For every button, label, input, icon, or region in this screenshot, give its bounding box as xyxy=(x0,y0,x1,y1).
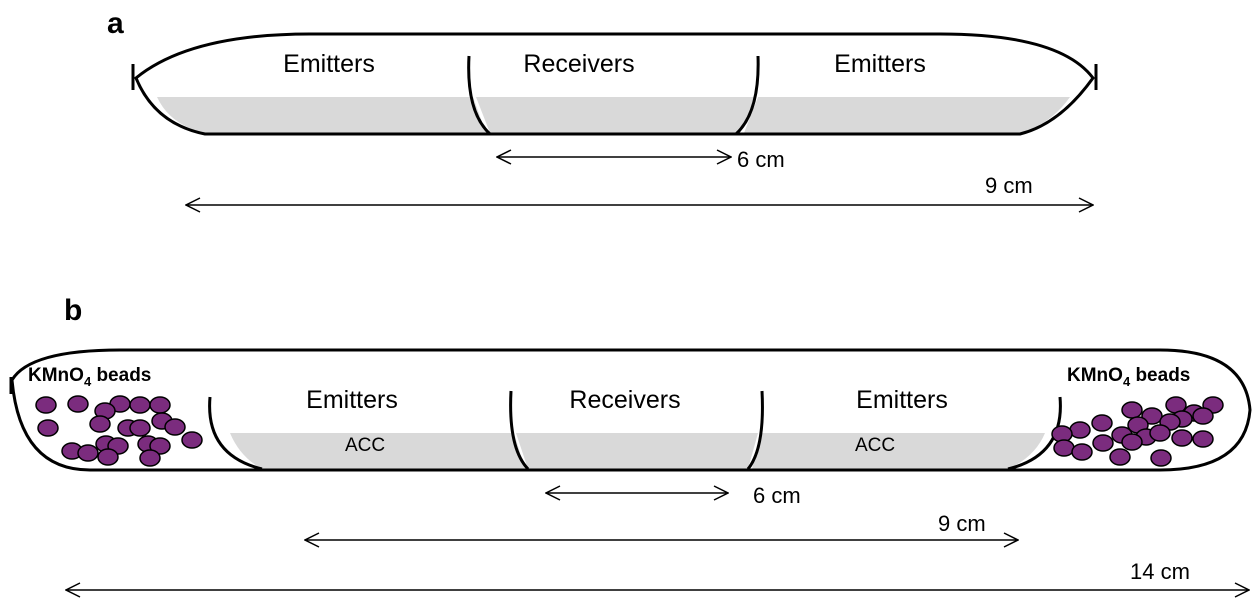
kmno4-bead xyxy=(1053,439,1075,457)
kmno4-bead xyxy=(1141,407,1163,425)
panel-b-dim-14cm: 14 cm xyxy=(1130,559,1190,584)
panel-b-label: b xyxy=(64,294,82,327)
panel-b-beads-left xyxy=(35,395,203,467)
panel-a: a Emitters Receivers Emitters 6 cm 9 cm xyxy=(107,7,1098,205)
panel-b-divider-left xyxy=(509,390,530,471)
kmno4-bead xyxy=(1091,414,1113,432)
panel-b-medium-center xyxy=(516,433,758,469)
kmno4-bead xyxy=(35,396,57,414)
panel-b-dim-6cm: 6 cm xyxy=(753,483,801,508)
beads-left-rest: beads xyxy=(91,365,151,386)
panel-a-medium-left xyxy=(157,97,486,133)
kmno4-bead xyxy=(1109,448,1131,466)
kmno4-bead xyxy=(129,419,151,437)
beads-right-sub: 4 xyxy=(1123,374,1131,389)
panel-b-divider-right xyxy=(746,390,764,470)
kmno4-bead xyxy=(1149,424,1171,442)
panel-a-zone-emitters-right: Emitters xyxy=(834,50,926,78)
panel-a-dish-outline xyxy=(134,32,1095,136)
panel-a-dim-6cm: 6 cm xyxy=(737,147,785,172)
panel-b-divider-far-left xyxy=(208,396,263,471)
panel-b-acc-left: ACC xyxy=(345,435,385,456)
panel-a-divider-right xyxy=(734,55,760,136)
panel-b-beads-right xyxy=(1051,396,1224,467)
panel-b: b Emitters Receivers Emitters ACC ACC KM… xyxy=(9,294,1252,590)
panel-b-acc-right: ACC xyxy=(855,435,895,456)
beads-left-sub: 4 xyxy=(84,374,92,389)
panel-b-zone-emitters-right: Emitters xyxy=(856,386,948,414)
panel-a-label: a xyxy=(107,7,124,40)
panel-a-medium-center xyxy=(476,97,756,133)
panel-b-medium-left xyxy=(230,433,525,469)
panel-a-divider-left xyxy=(467,55,492,136)
panel-b-dim-9cm: 9 cm xyxy=(938,511,986,536)
kmno4-bead xyxy=(164,418,186,436)
kmno4-bead xyxy=(1192,430,1214,448)
kmno4-bead xyxy=(1171,429,1193,447)
kmno4-bead xyxy=(1092,434,1114,452)
kmno4-bead xyxy=(1192,407,1214,425)
kmno4-bead xyxy=(139,449,161,467)
kmno4-bead xyxy=(97,448,119,466)
kmno4-bead xyxy=(1150,449,1172,467)
kmno4-bead xyxy=(181,431,203,449)
beads-left-main: KMnO xyxy=(28,365,84,386)
kmno4-bead xyxy=(1071,443,1093,461)
panel-a-zone-emitters-left: Emitters xyxy=(283,50,375,78)
panel-b-divider-far-right xyxy=(1007,396,1062,471)
panel-b-zone-receivers: Receivers xyxy=(569,386,680,414)
panel-b-beads-label-left: KMnO4 beads xyxy=(28,365,151,389)
kmno4-bead xyxy=(67,395,89,413)
panel-a-dim-9cm: 9 cm xyxy=(985,173,1033,198)
panel-b-medium-right xyxy=(752,433,1045,469)
kmno4-bead xyxy=(1069,421,1091,439)
kmno4-bead xyxy=(1121,433,1143,451)
beads-right-rest: beads xyxy=(1130,365,1190,386)
kmno4-bead xyxy=(149,396,171,414)
kmno4-bead xyxy=(1121,401,1143,419)
kmno4-bead xyxy=(89,415,111,433)
beads-right-main: KMnO xyxy=(1067,365,1123,386)
panel-b-dish-outline xyxy=(10,348,1252,472)
kmno4-bead xyxy=(77,444,99,462)
kmno4-bead xyxy=(129,396,151,414)
kmno4-bead xyxy=(37,419,59,437)
panel-b-zone-emitters-left: Emitters xyxy=(306,386,398,414)
panel-b-beads-label-right: KMnO4 beads xyxy=(1067,365,1190,389)
panel-a-zone-receivers: Receivers xyxy=(523,50,634,78)
kmno4-bead xyxy=(149,437,171,455)
panel-a-medium-right xyxy=(744,97,1070,133)
